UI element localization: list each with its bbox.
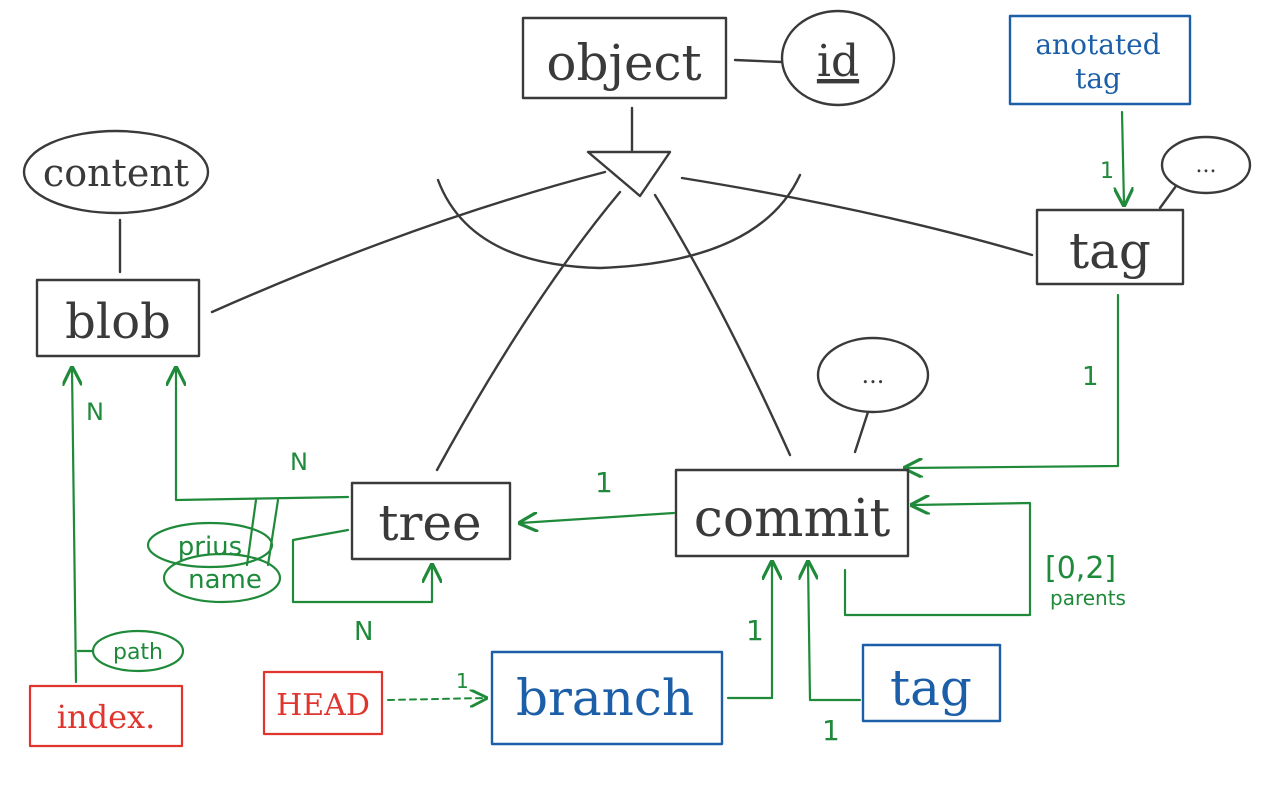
object-label: object [546,34,701,92]
tree-to-blob-arrow [176,368,350,502]
id-label: id [817,36,859,87]
tree-label: tree [378,494,481,552]
prius-label: prius [178,532,242,562]
tag-commit-multiplicity: 1 [1082,362,1099,392]
index-label: index. [57,698,155,736]
branch-to-commit-arrow [726,562,772,700]
commit-tree-multiplicity: 1 [595,466,613,499]
head-node: HEAD [262,670,384,736]
parents-range-label: [0,2] [1045,551,1116,586]
disjoint-arc [436,173,802,270]
branch-commit-multiplicity: 1 [746,614,764,647]
branch-label: branch [516,669,694,727]
id-attribute: id [780,9,896,107]
annotated-tag-node: anotated tag [1008,14,1192,106]
head-to-branch-arrow [387,698,486,700]
tag-inherits-object [680,176,1034,257]
commit-ellipsis-label: ... [862,361,885,389]
index-to-blob-arrow [72,368,76,684]
annotated-label-line2: tag [1075,62,1121,95]
commit-bubble-link [853,410,870,454]
commit-label: commit [694,489,891,549]
head-label: HEAD [276,688,370,723]
head-branch-multiplicity: 1 [456,669,469,693]
annotated-multiplicity: 1 [1100,159,1114,184]
index-node: index. [28,684,184,748]
tree-blob-multiplicity: N [290,448,308,476]
commit-attributes-bubble: ... [816,336,930,414]
path-label: path [113,640,163,665]
blob-node: blob [35,278,201,358]
tag-bottom-commit-multiplicity: 1 [822,714,840,747]
blob-label: blob [65,294,171,350]
tag-to-commit-arrow [905,293,1120,468]
name-label: name [188,565,262,595]
blob-inherits-object [210,170,607,314]
qualifier-tick-1 [245,498,258,567]
tree-self-multiplicity: N [354,617,373,647]
commit-inherits-object [653,193,792,457]
tree-node: tree [350,481,512,561]
content-attribute: content [22,129,210,215]
content-label: content [43,151,189,195]
commit-parents-arrow [843,503,1032,617]
tag-bottom-label: tag [890,659,972,717]
annotated-label-line1: anotated [1035,28,1160,61]
tree-inherits-object [435,190,622,472]
branch-node: branch [490,650,724,746]
annotated-to-tag-arrow [1122,110,1124,205]
tag-node: tag [1035,208,1185,286]
tag-ellipsis-label: ... [1196,153,1217,178]
tree-self-arrow [291,528,432,604]
tag-bottom-to-commit-arrow [808,562,862,702]
tag-top-label: tag [1069,222,1151,280]
commit-to-tree-arrow [520,511,676,523]
qualifier-tick-2 [266,498,280,567]
object-id-link [733,58,784,64]
prius-qualifier: prius [146,521,274,569]
name-qualifier: name [162,552,282,604]
tag-attributes-bubble: ... [1160,135,1252,195]
tag-bottom-node: tag [861,643,1002,723]
inheritance-triangle [586,150,672,198]
object-node: object [521,16,728,100]
commit-node: commit [674,468,910,558]
parents-label: parents [1050,586,1126,610]
tag-bubble-link [1158,184,1178,210]
index-blob-multiplicity: N [86,398,104,426]
path-qualifier: path [91,629,185,673]
